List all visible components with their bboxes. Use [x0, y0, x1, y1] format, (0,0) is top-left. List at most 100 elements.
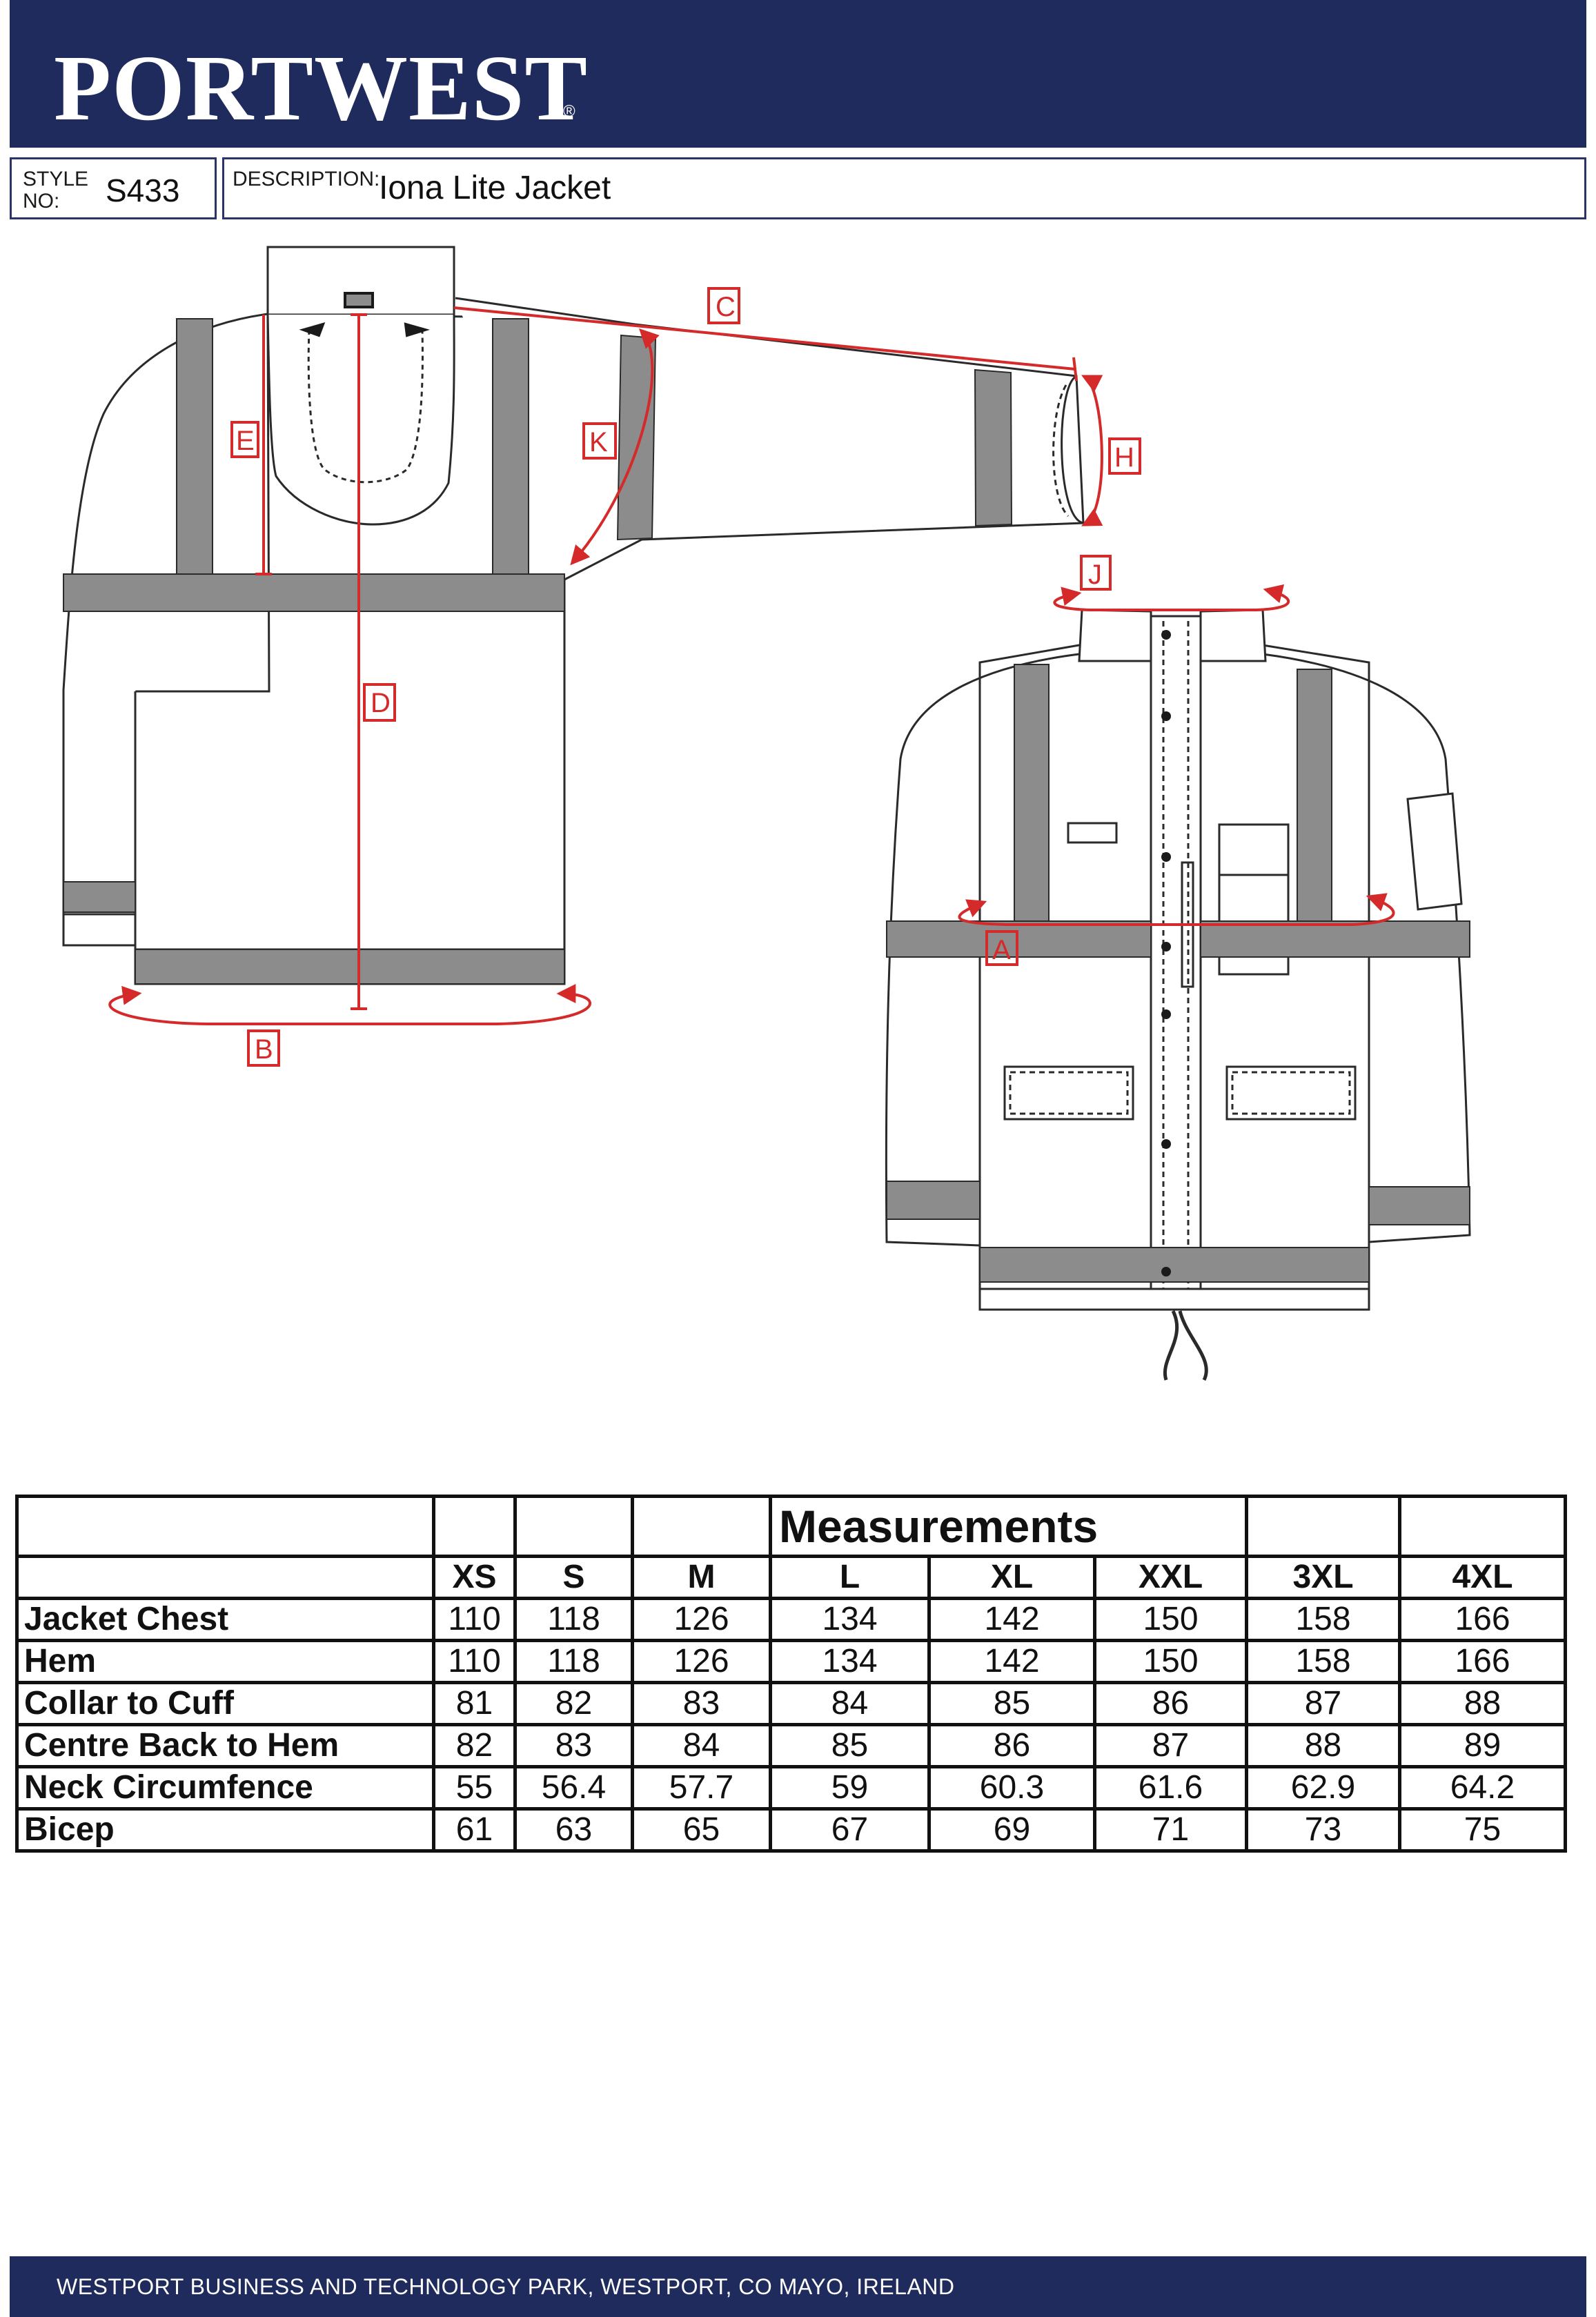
measurement-cell: 166	[1398, 1597, 1567, 1642]
measurement-cell: 134	[769, 1639, 931, 1684]
size-header: XL	[927, 1555, 1096, 1600]
brand-logo: PORTWEST	[54, 37, 589, 140]
empty-header-cell	[631, 1495, 772, 1558]
measurement-cell: 82	[432, 1723, 517, 1768]
empty-header-cell	[432, 1495, 517, 1558]
measurement-cell: 118	[513, 1639, 634, 1684]
measurement-cell: 62.9	[1245, 1765, 1401, 1811]
measurement-cell: 126	[631, 1639, 772, 1684]
table-corner-cell	[15, 1495, 435, 1558]
measurement-cell: 85	[769, 1723, 931, 1768]
measurement-cell: 88	[1245, 1723, 1401, 1768]
measurement-cell: 71	[1093, 1807, 1248, 1853]
back-callouts	[108, 287, 1141, 1067]
measurement-cell: 166	[1398, 1639, 1567, 1684]
style-label: STYLE	[23, 168, 89, 190]
row-label-header	[15, 1555, 435, 1600]
size-header: M	[631, 1555, 772, 1600]
measurement-cell: 86	[1093, 1681, 1248, 1726]
back-callout-labels: E D B C K H	[236, 292, 1134, 1065]
measurement-cell: 63	[513, 1807, 634, 1853]
description-label: DESCRIPTION:	[233, 168, 380, 190]
measurement-cell: 59	[769, 1765, 931, 1811]
measurement-cell: 85	[927, 1681, 1096, 1726]
measurement-cell: 81	[432, 1681, 517, 1726]
size-header: L	[769, 1555, 931, 1600]
size-header: XXL	[1093, 1555, 1248, 1600]
measurement-cell: 64.2	[1398, 1765, 1567, 1811]
callout-j-label: J	[1088, 560, 1102, 590]
front-reflective-tape	[886, 664, 1470, 1283]
measurement-cell: 134	[769, 1597, 931, 1642]
measurement-cell: 84	[769, 1681, 931, 1726]
measurement-cell: 110	[432, 1639, 517, 1684]
measurement-cell: 55	[432, 1765, 517, 1811]
style-number-box: STYLE NO: S433	[10, 157, 217, 219]
measurement-cell: 150	[1093, 1639, 1248, 1684]
measurement-cell: 73	[1245, 1807, 1401, 1853]
front-callout-labels: A J	[992, 560, 1102, 965]
jacket-back-view	[62, 246, 1085, 985]
row-label: Neck Circumfence	[15, 1765, 435, 1811]
row-label: Bicep	[15, 1807, 435, 1853]
measurement-cell: 87	[1093, 1723, 1248, 1768]
measurement-cell: 69	[927, 1807, 1096, 1853]
measurement-cell: 158	[1245, 1597, 1401, 1642]
measurement-cell: 86	[927, 1723, 1096, 1768]
callout-a-label: A	[992, 935, 1011, 965]
row-label: Hem	[15, 1639, 435, 1684]
measurement-cell: 60.3	[927, 1765, 1096, 1811]
measurement-cell: 150	[1093, 1597, 1248, 1642]
row-label: Centre Back to Hem	[15, 1723, 435, 1768]
description-value: Iona Lite Jacket	[379, 170, 611, 206]
measurement-cell: 65	[631, 1807, 772, 1853]
callout-b-label: B	[255, 1034, 273, 1065]
measurement-cell: 57.7	[631, 1765, 772, 1811]
callout-e-label: E	[236, 426, 255, 456]
empty-header-cell	[1245, 1495, 1401, 1558]
table-title: Measurements	[769, 1495, 1248, 1558]
measurement-cell: 84	[631, 1723, 772, 1768]
size-header: 4XL	[1398, 1555, 1567, 1600]
measurement-cell: 82	[513, 1681, 634, 1726]
measurement-cell: 88	[1398, 1681, 1567, 1726]
front-callouts	[958, 555, 1395, 966]
row-label: Jacket Chest	[15, 1597, 435, 1642]
empty-header-cell	[1398, 1495, 1567, 1558]
measurement-cell: 142	[927, 1639, 1096, 1684]
size-header: XS	[432, 1555, 517, 1600]
size-header: 3XL	[1245, 1555, 1401, 1600]
measurement-cell: 158	[1245, 1639, 1401, 1684]
size-header: S	[513, 1555, 634, 1600]
measurement-cell: 89	[1398, 1723, 1567, 1768]
footer-address: WESTPORT BUSINESS AND TECHNOLOGY PARK, W…	[57, 2274, 955, 2299]
row-label: Collar to Cuff	[15, 1681, 435, 1726]
hood-toggles	[299, 292, 431, 337]
description-box: DESCRIPTION: Iona Lite Jacket	[222, 157, 1586, 219]
measurement-cell: 83	[513, 1723, 634, 1768]
jacket-front-view	[885, 609, 1471, 1381]
callout-k-label: K	[589, 427, 608, 457]
style-no-label: NO:	[23, 190, 60, 213]
callout-d-label: D	[371, 688, 391, 718]
measurement-cell: 56.4	[513, 1765, 634, 1811]
measurement-cell: 61.6	[1093, 1765, 1248, 1811]
front-snap-buttons	[1161, 630, 1171, 1276]
measurement-cell: 67	[769, 1807, 931, 1853]
header-bar: PORTWEST ®	[10, 0, 1586, 148]
measurement-cell: 142	[927, 1597, 1096, 1642]
callout-h-label: H	[1114, 442, 1134, 473]
measurement-cell: 110	[432, 1597, 517, 1642]
callout-c-label: C	[716, 292, 736, 322]
measurement-cell: 126	[631, 1597, 772, 1642]
jacket-technical-drawing: E D B C K H	[62, 246, 1471, 1381]
measurement-cell: 87	[1245, 1681, 1401, 1726]
